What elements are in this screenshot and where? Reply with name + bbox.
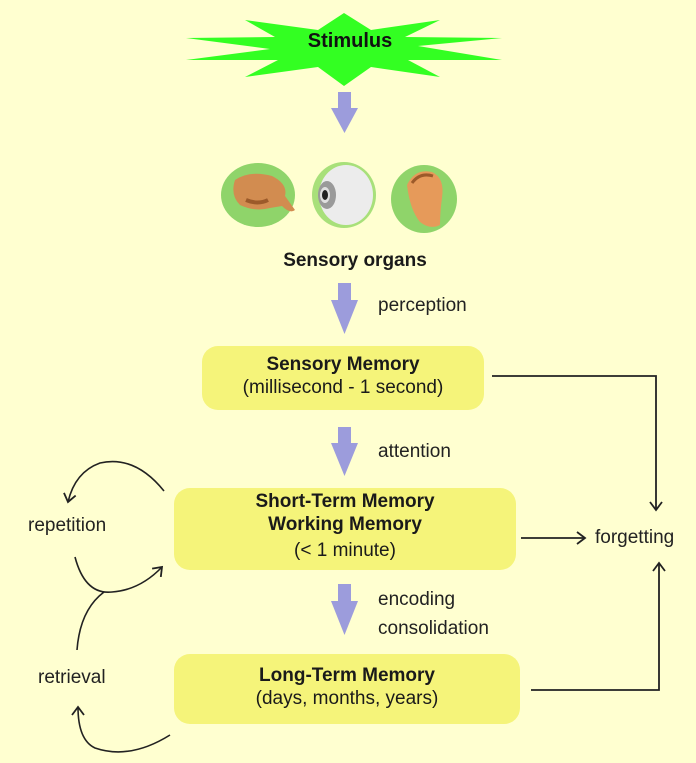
long-term-memory-box: Long-Term Memory (days, months, years): [174, 654, 520, 724]
short-term-memory-box: Short-Term Memory Working Memory (< 1 mi…: [174, 488, 516, 570]
short-term-memory-duration: (< 1 minute): [294, 540, 396, 561]
repetition-loop-arrow-top: [63, 460, 165, 504]
attention-label: attention: [378, 441, 451, 462]
encoding-label: encoding: [378, 589, 456, 610]
sensory-memory-title: Sensory Memory: [266, 354, 420, 375]
consolidation-label: consolidation: [378, 618, 489, 639]
retrieval-arrow-from-ltm: [71, 705, 171, 753]
stimulus-starburst: [186, 13, 502, 86]
ear-icon: [391, 165, 457, 233]
long-term-memory-duration: (days, months, years): [255, 688, 439, 709]
sensory-memory-box: Sensory Memory (millisecond - 1 second): [202, 346, 484, 410]
forgetting-label: forgetting: [595, 527, 675, 548]
short-term-memory-title: Short-Term Memory: [255, 491, 435, 512]
sensory-to-forgetting-connector: [492, 375, 663, 512]
sensory-memory-duration: (millisecond - 1 second): [242, 377, 444, 398]
perception-label: perception: [378, 295, 467, 316]
encoding-consolidation-label: encoding consolidation: [378, 585, 489, 643]
hand-icon: [221, 163, 295, 227]
repetition-loop-arrow-bottom: [74, 556, 164, 593]
retrieval-label: retrieval: [38, 667, 106, 688]
repetition-label: repetition: [28, 515, 107, 536]
retrieval-arrow-up: [76, 591, 105, 651]
flow-arrow-perception: [331, 283, 358, 334]
long-term-memory-title: Long-Term Memory: [259, 665, 435, 686]
stimulus-label: Stimulus: [307, 30, 393, 52]
working-memory-title: Working Memory: [268, 514, 422, 535]
flow-arrow-encoding: [331, 584, 358, 635]
ltm-to-forgetting-connector: [531, 561, 666, 691]
eye-icon: [312, 162, 376, 228]
flow-arrow-attention: [331, 427, 358, 476]
sensory-organs-label: Sensory organs: [283, 250, 427, 271]
flow-arrow-stimulus-to-organs: [331, 92, 358, 133]
